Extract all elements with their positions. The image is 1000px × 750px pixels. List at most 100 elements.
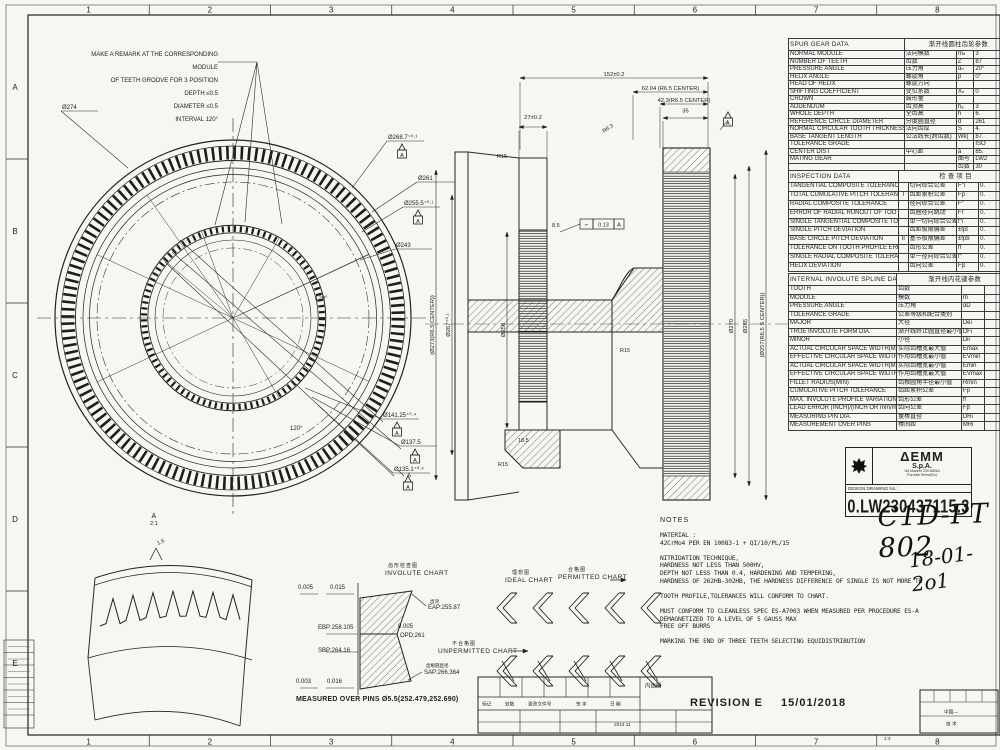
sap-label-cn: 齿根圆直径	[426, 663, 449, 668]
note-line: MAKE A REMARK AT THE CORRESPONDING	[91, 52, 218, 58]
datum-flag: A	[726, 121, 730, 127]
table-title-cn: 渐开线内花键参数	[897, 274, 1000, 286]
drawing-no-label: DESIGN DRAWING No.:	[846, 485, 971, 493]
dim-label: ⌐	[585, 223, 589, 229]
table-cell	[985, 363, 1000, 371]
ideal-chart-title-cn: 理想图	[512, 570, 531, 576]
table-cell: 3	[974, 104, 1000, 111]
dim-label: R15	[497, 154, 507, 160]
dim-label: R6.3	[602, 123, 615, 135]
company-address-1: Via Mazzini 230-68964	[904, 469, 940, 473]
table-cell	[985, 320, 1000, 329]
table-cell: 齿数	[904, 58, 957, 66]
dimension-label: 42.3(R6.5 CENTER)	[658, 98, 711, 104]
table-cell: 齿距累积公差	[908, 191, 957, 201]
note-line: DEPTH NOT LESS THAN 0.4, HARDENING AND T…	[660, 569, 836, 577]
unpermitted-chart-title: UNPERMITTED CHART	[438, 648, 518, 655]
table-cell: 0.	[979, 201, 1000, 210]
table-cell: BASE CIRCLE PITCH DEVIATION	[789, 236, 899, 246]
table-cell: PRESSURE ANGLE	[789, 303, 898, 312]
opd-tolerance: 0.005	[398, 624, 414, 630]
table-cell: HELIX ANGLE	[789, 73, 905, 81]
table-cell: HELIX DEVIATION	[789, 263, 899, 272]
table-cell: 齿距极限偏差	[908, 227, 957, 237]
table-cell: 实际齿槽宽最大值	[897, 345, 962, 354]
table-cell: αₙ	[956, 66, 975, 74]
revision-date: 15/01/2018	[781, 697, 847, 709]
table-cell: 齿向公差	[908, 263, 957, 272]
table-cell: Fp	[956, 191, 980, 201]
note-line: OF TEETH GROOVE FOR 3 POSITION	[110, 78, 218, 84]
table-cell: SINGLE TANGENTIAL COMPOSITE TOLERANCE	[789, 218, 899, 228]
diameter-label: Ø135.1⁺⁰·⁴	[394, 466, 424, 473]
table-cell	[898, 227, 909, 237]
table-cell: TOLERANCE GRADE	[789, 141, 905, 149]
table-cell: 85.	[974, 149, 1000, 156]
note-line	[660, 600, 1000, 608]
diameter-label: Ø268.7⁺⁰·¹	[388, 134, 417, 141]
table-cell: 87.	[974, 134, 1000, 141]
table-cell: 变位系数	[904, 88, 957, 96]
table-cell: TOOTH	[789, 286, 898, 295]
zone-number-bottom: 5	[571, 738, 576, 747]
table-cell: 量棒直径	[897, 413, 962, 422]
table-cell: DFi	[961, 328, 986, 337]
dim-label: R15	[498, 462, 508, 468]
note-line: HARDNESS OF 262HB-302HB, THE HARDNESS DI…	[660, 577, 923, 585]
note-line: DEMAGNETIZED TO A LEVEL OF 5 GAUSS MAX	[660, 615, 797, 623]
table-cell: 螺旋方向	[904, 81, 957, 89]
table-cell	[985, 371, 1000, 380]
dim-label: 8.5	[552, 223, 560, 229]
note-line: INTERVAL 120°	[175, 117, 218, 123]
involute-chart	[300, 577, 662, 695]
table-cell	[956, 141, 975, 149]
eap-label-cn: 齿顶	[430, 599, 439, 604]
table-cell: a	[956, 148, 975, 156]
table-cell: 齿向公差	[897, 405, 962, 414]
rev-table-header: 标记	[482, 702, 492, 708]
table-cell: 小径	[897, 337, 962, 346]
revision-label: REVISION E	[690, 697, 763, 709]
involute-chart-title: INVOLUTE CHART	[385, 570, 449, 577]
table-cell	[985, 329, 1000, 337]
sbp-value: SBP:264.16	[318, 648, 351, 654]
table-cell: 0	[974, 89, 1000, 96]
table-cell: RADIAL COMPOSITE TOLERANCE	[789, 200, 899, 210]
table-cell: PRESSURE ANGLE	[789, 66, 905, 74]
footer-blocks	[3, 639, 999, 734]
zone-letter-left: C	[12, 371, 18, 380]
table-cell: MODULE	[789, 294, 898, 303]
table-cell: 6.	[974, 111, 1000, 119]
dimension-label: 27±0.2	[524, 115, 542, 121]
opd-value: OPD:261	[400, 633, 425, 639]
table-cell: 径向综合公差	[908, 200, 957, 210]
footer-right-cn-1: 中国—	[944, 710, 959, 716]
table-cell: LW2	[974, 156, 1000, 164]
table-cell: MINOR	[789, 337, 898, 346]
table-cell	[985, 346, 1000, 354]
table-cell: TRUE INVOLUTE FORM DIA.	[789, 328, 898, 337]
angle-label: 120°	[290, 426, 303, 432]
zone-number-top: 6	[693, 6, 698, 15]
dimension-label: Ø285	[743, 319, 749, 333]
table-cell: 压力角	[897, 303, 962, 312]
zone-number-top: 4	[450, 6, 455, 15]
table-cell: CROWN	[789, 96, 905, 104]
table-cell: 螺旋角	[904, 73, 957, 81]
table-cell: NORMAL MODULE	[789, 51, 905, 59]
detail-view-label: A 2:1	[150, 513, 158, 528]
table-cell: MEASUREMENT OVER PINS	[789, 422, 898, 431]
sap-value: SAP:266.364	[424, 670, 460, 676]
table-cell: 大径	[897, 320, 962, 329]
